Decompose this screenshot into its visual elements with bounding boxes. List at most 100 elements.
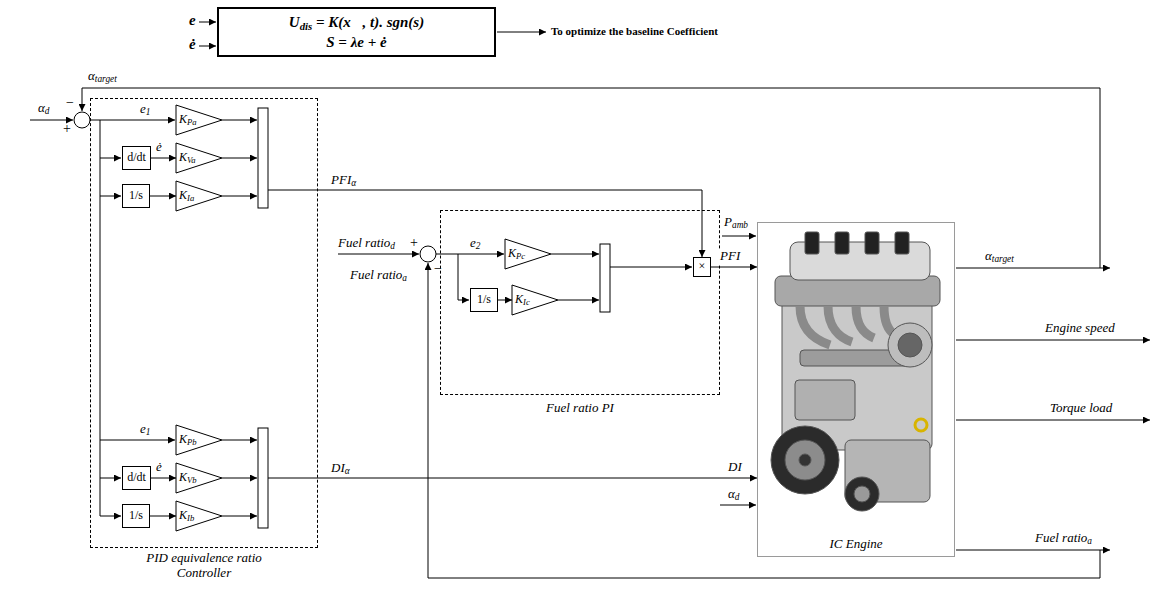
label-slot: e1 bbox=[140, 422, 150, 438]
text-part: e bbox=[140, 421, 146, 436]
gain-triangle: KPa bbox=[176, 105, 222, 135]
engine-illustration bbox=[888, 323, 932, 367]
text-part: = K(x⃗, t). sgn(s) bbox=[312, 14, 424, 30]
engine-illustration bbox=[845, 477, 879, 511]
subscript: a bbox=[402, 273, 407, 283]
text-part: K bbox=[179, 508, 187, 522]
triangle-outline bbox=[176, 463, 222, 493]
engine-illustration bbox=[805, 232, 819, 254]
triangle-outline bbox=[176, 425, 222, 455]
signal-label: αd bbox=[38, 101, 50, 117]
label-slot: Pamb bbox=[724, 215, 748, 231]
text-part: α bbox=[728, 486, 735, 501]
subscript: target bbox=[95, 74, 117, 84]
engine-illustration bbox=[828, 306, 852, 342]
pid-wires bbox=[222, 440, 257, 441]
label-slot: DI bbox=[728, 460, 742, 475]
pid-wires bbox=[100, 196, 121, 197]
node-text: KPb bbox=[179, 433, 197, 447]
controller-group: PID equivalence ratio ControllerKPad/dtK… bbox=[90, 98, 318, 548]
integrator-block: 1/s bbox=[470, 288, 498, 312]
pid-wires bbox=[222, 120, 257, 121]
sum-sign: + bbox=[63, 121, 71, 137]
sum-sign: − bbox=[434, 261, 442, 277]
gain-triangle: KIa bbox=[176, 181, 222, 211]
text-part: α bbox=[38, 100, 45, 115]
gain-triangle: KIb bbox=[176, 501, 222, 531]
subscript: α bbox=[351, 178, 356, 188]
label-slot: PFI bbox=[719, 249, 741, 264]
text-part: P bbox=[724, 214, 732, 229]
subscript: dis bbox=[300, 19, 313, 31]
pid-wires bbox=[100, 120, 101, 516]
gain-triangle: KIc bbox=[512, 285, 558, 315]
pid-wires bbox=[100, 120, 175, 121]
text-part: K bbox=[508, 246, 516, 260]
text-part: DI bbox=[331, 460, 345, 475]
node-text: Fuel ratio PI bbox=[546, 401, 614, 416]
engine-caption: IC Engine bbox=[758, 534, 954, 552]
text-part: e bbox=[470, 235, 476, 250]
integrator-block: 1/s bbox=[122, 504, 150, 528]
signal-label: e bbox=[189, 12, 196, 29]
pid-wires bbox=[100, 478, 121, 479]
engine-illustration bbox=[915, 419, 927, 431]
signal-label: ė bbox=[189, 36, 196, 53]
signal-label: e2 bbox=[470, 236, 480, 252]
sum-junction bbox=[420, 246, 436, 262]
engine-ports bbox=[956, 340, 1150, 341]
pid-wires bbox=[222, 196, 257, 197]
connectors bbox=[150, 158, 757, 516]
feedback-wires bbox=[30, 88, 1110, 578]
subscript: Vb bbox=[187, 475, 197, 485]
signal-label: αtarget bbox=[985, 249, 1014, 265]
node-text: KPc bbox=[508, 247, 525, 261]
subscript: Pa bbox=[187, 117, 197, 127]
engine-illustration bbox=[895, 232, 909, 254]
fuel-pi-wires bbox=[458, 254, 469, 300]
label-slot: e bbox=[189, 12, 196, 29]
pid-wires bbox=[100, 158, 121, 159]
subscript: 2 bbox=[476, 241, 481, 251]
gain-triangle: KVa bbox=[176, 143, 222, 173]
signal-label: DI bbox=[728, 460, 742, 475]
node-text: S = λe + ė bbox=[326, 32, 386, 52]
fuel-pi-wires bbox=[436, 254, 504, 255]
pid-wires bbox=[100, 440, 175, 441]
label-slot: αtarget bbox=[985, 249, 1014, 265]
engine-illustration bbox=[865, 232, 879, 254]
engine-ports bbox=[720, 236, 1150, 550]
fuel-pi-wires bbox=[551, 254, 599, 255]
signal-label: Fuel ratioa bbox=[350, 268, 407, 284]
node-text: KVb bbox=[179, 471, 197, 485]
pid-wires bbox=[222, 158, 257, 159]
node-text: KIc bbox=[515, 293, 530, 307]
sum-junction bbox=[74, 112, 90, 128]
subscript: d bbox=[45, 106, 50, 116]
subscript: d bbox=[735, 492, 740, 502]
signal-connector bbox=[498, 300, 512, 301]
group-caption: Fuel ratio PI bbox=[441, 398, 719, 416]
pid-wires bbox=[222, 478, 257, 479]
node-text: × bbox=[699, 260, 706, 274]
integrator-block: 1/s bbox=[122, 184, 150, 208]
text-part: K bbox=[179, 150, 187, 164]
subscript: a bbox=[1087, 536, 1092, 546]
text-part: e bbox=[140, 101, 146, 116]
text-part: U bbox=[289, 14, 300, 30]
edge-label: PFIα bbox=[330, 173, 357, 189]
text-part: α bbox=[985, 248, 992, 263]
signal-label: Pamb bbox=[724, 215, 748, 231]
subscript: target bbox=[992, 254, 1014, 264]
engine-illustration bbox=[856, 306, 874, 338]
text-part: K bbox=[515, 292, 523, 306]
engine-illustration bbox=[835, 232, 849, 254]
subscript: amb bbox=[732, 220, 748, 230]
text-part: Fuel ratio bbox=[350, 267, 402, 282]
signal-label: Fuel ratiod bbox=[338, 236, 395, 252]
node-text: IC Engine bbox=[829, 537, 882, 552]
fuel-pi-wires bbox=[610, 267, 692, 268]
